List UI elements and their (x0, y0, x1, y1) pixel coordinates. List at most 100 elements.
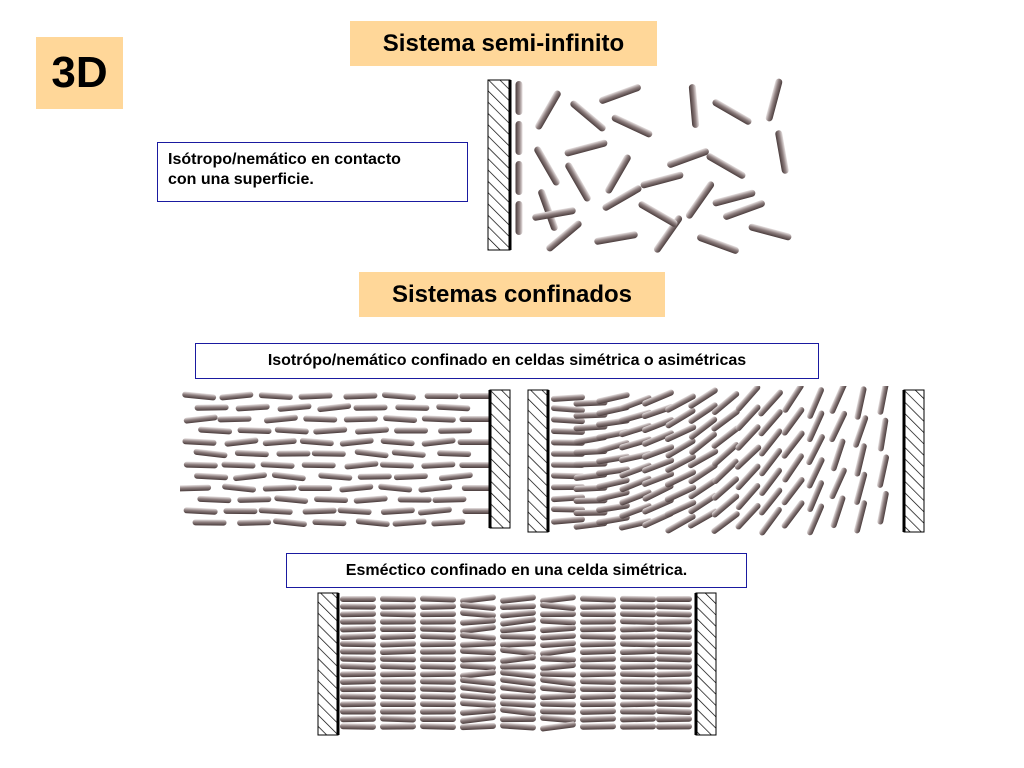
molecule-rod (806, 434, 825, 466)
molecule-rod (853, 471, 868, 505)
molecule-rod (758, 389, 783, 417)
diagram-asymmetric-cell (526, 386, 926, 536)
molecule-rod (183, 414, 218, 424)
molecule-rod (460, 647, 496, 656)
molecule-rod (271, 471, 306, 482)
molecule-rod (735, 386, 761, 412)
molecule-rod (420, 685, 456, 693)
molecule-rod (340, 723, 376, 730)
wall-hatched (489, 389, 511, 529)
molecule-rod (620, 625, 656, 633)
molecule-rod (500, 684, 536, 694)
molecule-rod (354, 448, 389, 459)
molecule-rod (642, 430, 674, 447)
molecule-rod (697, 234, 739, 254)
molecule-rod (665, 438, 696, 459)
molecule-rod (397, 496, 432, 503)
molecule-rod (234, 449, 269, 458)
wall-hatched (487, 79, 511, 251)
molecule-rod (515, 121, 523, 155)
molecule-rod (420, 610, 456, 618)
molecule-rod (580, 625, 616, 633)
molecule-rod (460, 700, 496, 708)
molecule-rod (380, 610, 416, 618)
molecule-rod (460, 655, 496, 663)
molecule-rod (830, 495, 846, 529)
molecule-rod (420, 603, 456, 610)
molecule-rod (782, 453, 804, 483)
molecule-rod (461, 485, 496, 491)
molecule-rod (460, 602, 496, 611)
molecule-rod (640, 171, 684, 189)
molecule-rod (829, 386, 847, 414)
molecule-rod (380, 437, 415, 447)
molecule-rod (688, 402, 718, 424)
molecule-rod (459, 462, 494, 468)
molecule-rod (500, 624, 536, 634)
molecule-rod (619, 462, 652, 479)
molecule-rod (580, 595, 616, 603)
molecule-rod (806, 410, 825, 443)
molecule-rod (656, 610, 692, 618)
molecule-rod (380, 715, 416, 723)
molecule-rod (580, 685, 616, 693)
molecule-rod (540, 662, 576, 671)
molecule-rod (298, 484, 333, 492)
molecule-rod (340, 662, 376, 671)
molecule-rod (380, 595, 416, 603)
molecule-rod (735, 424, 761, 451)
molecule-rod (460, 594, 496, 604)
molecule-rod (540, 708, 576, 715)
molecule-rod (380, 655, 416, 663)
molecule-rod (274, 426, 309, 435)
molecule-rod (540, 714, 576, 724)
molecule-rod (605, 154, 631, 194)
molecule-rod (688, 387, 718, 409)
molecule-rod (500, 654, 536, 664)
molecule-rod (421, 437, 456, 447)
molecule-rod (380, 648, 416, 655)
molecule-rod (180, 484, 212, 492)
molecule-rod (340, 693, 376, 700)
molecule-rod (564, 139, 608, 157)
molecule-rod (340, 700, 376, 708)
molecule-rod (380, 693, 416, 700)
molecule-rod (828, 410, 848, 443)
molecule-rod (235, 403, 270, 412)
molecule-rod (619, 502, 652, 519)
molecule-rod (420, 670, 456, 678)
molecule-rod (380, 708, 416, 715)
molecule-rod (355, 518, 390, 527)
molecule-rod (420, 693, 456, 700)
caption-smectic-confined: Esméctico confinado en una celda simétri… (286, 553, 747, 588)
molecule-rod (460, 624, 496, 634)
molecule-rod (620, 655, 656, 663)
molecule-rod (620, 603, 656, 610)
molecule-rod (276, 450, 311, 457)
molecule-rod (378, 483, 413, 493)
molecule-rod (711, 425, 740, 449)
molecule-rod (500, 663, 536, 670)
molecule-rod (340, 715, 376, 723)
molecule-rod (852, 415, 869, 448)
caption-semi-infinite-line1: Isótropo/nemático en contacto (168, 151, 401, 168)
molecule-rod (540, 640, 576, 648)
molecule-rod (540, 655, 576, 663)
molecule-rod (424, 392, 459, 400)
molecule-rod (420, 625, 456, 633)
molecule-rod (656, 595, 692, 603)
molecule-rod (620, 640, 656, 648)
molecule-rod (340, 685, 376, 693)
molecule-rod (183, 461, 218, 469)
molecule-rod (237, 427, 272, 434)
molecule-rod (460, 632, 496, 641)
molecule-rod (197, 495, 232, 504)
molecule-rod (620, 610, 656, 618)
molecule-rod (460, 714, 496, 724)
caption-semi-infinite: Isótropo/nemático en contacto con una su… (157, 142, 468, 202)
molecule-rod (460, 722, 496, 731)
molecule-rod (421, 415, 456, 423)
molecule-rod (877, 417, 889, 452)
molecule-rod (759, 506, 782, 536)
molecule-rod (194, 472, 229, 481)
